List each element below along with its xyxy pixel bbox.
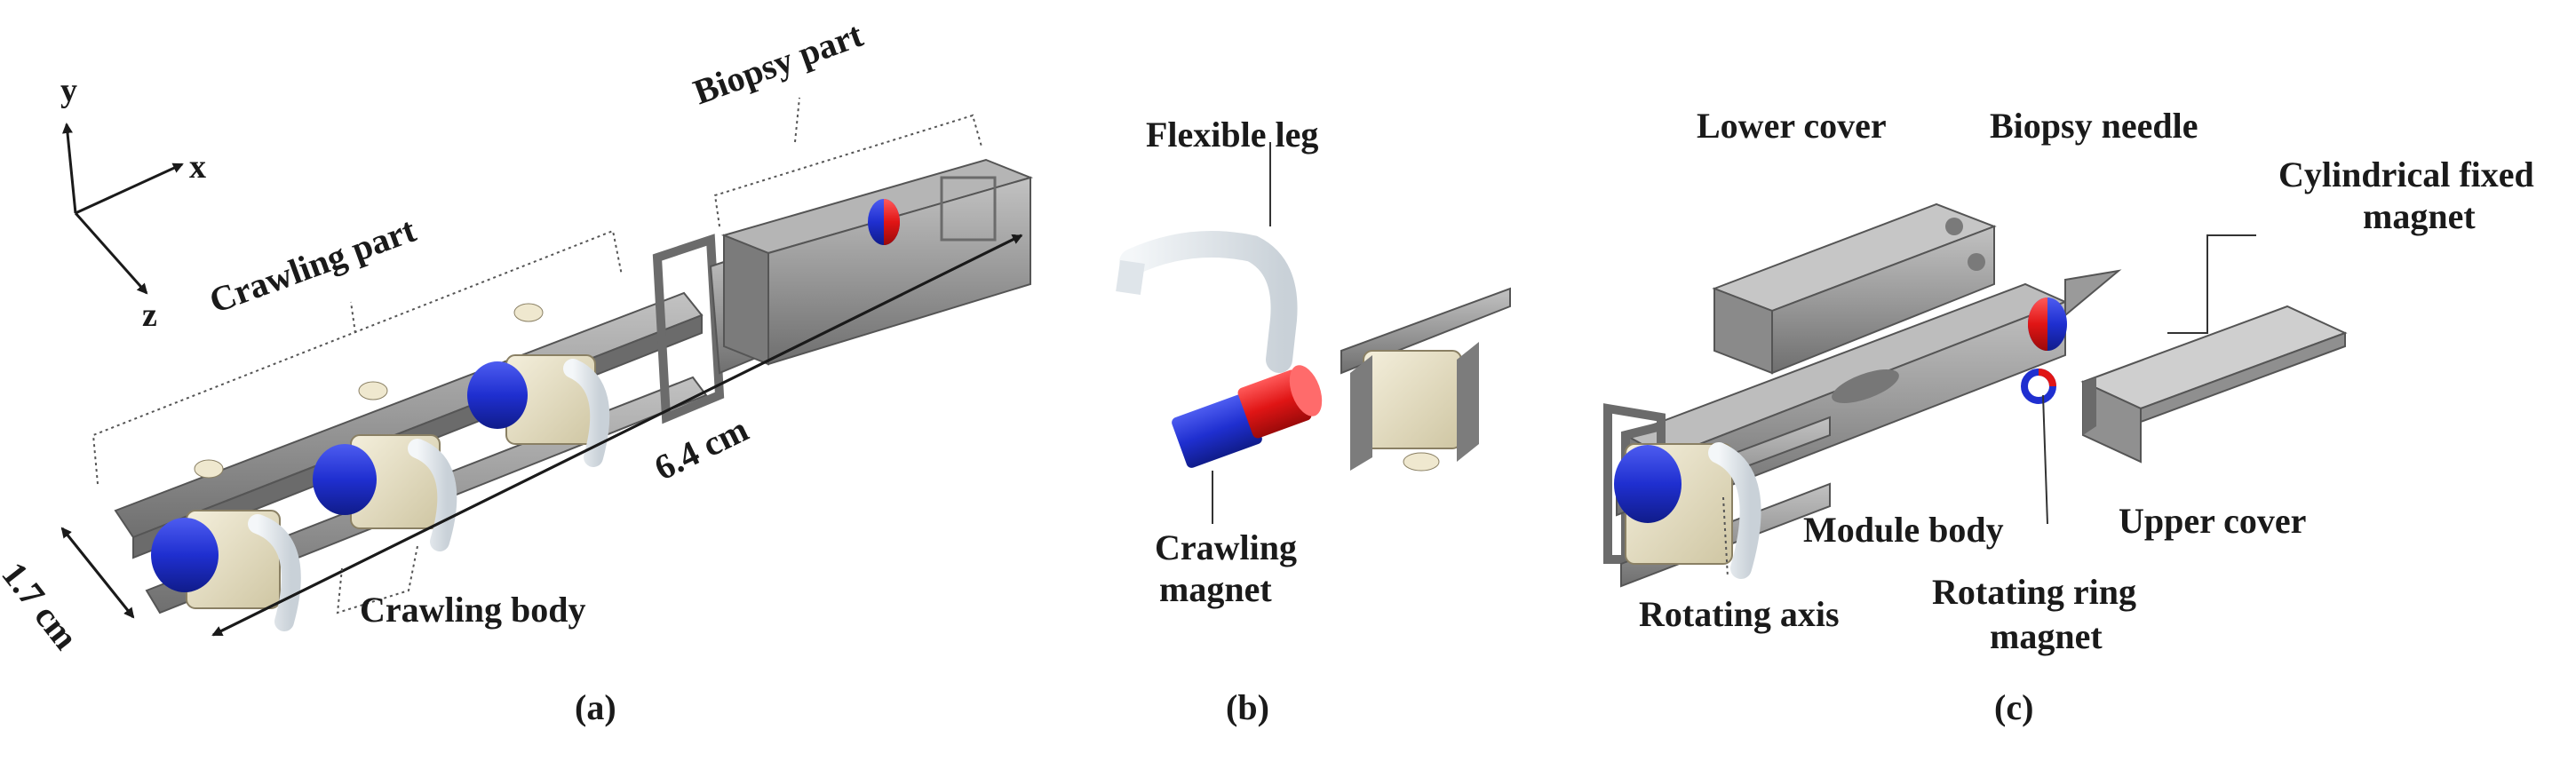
label-lower-cover: Lower cover (1697, 106, 1887, 146)
leader-lines-c (2042, 234, 2256, 525)
brace-lines (91, 97, 982, 614)
label-crawling-magnet-1: Crawling (1155, 527, 1297, 567)
crawling-magnet-part (1172, 365, 1323, 524)
label-rotating-axis: Rotating axis (1639, 594, 1840, 634)
axis-label-y: y (60, 72, 77, 109)
crawling-unit (467, 303, 610, 467)
label-module-body: Module body (1803, 510, 2004, 550)
label-cylindrical-fixed-2: magnet (2363, 196, 2476, 236)
crawling-body-detail (1340, 287, 1511, 472)
upper-cover-part (2080, 305, 2348, 464)
crawling-unit (313, 381, 457, 551)
label-crawling-magnet-2: magnet (1159, 569, 1272, 609)
axis-label-z: z (142, 297, 157, 334)
label-biopsy-needle: Biopsy needle (1990, 106, 2198, 146)
dimension-width (60, 527, 135, 619)
panel-caption-c: (c) (1994, 687, 2034, 727)
crawling-unit (151, 459, 301, 631)
crawler-section-c (1603, 403, 1831, 588)
panel-caption-a: (a) (575, 687, 616, 727)
lower-cover-part (1712, 202, 1997, 375)
crawler-assembly (114, 158, 1034, 631)
panel-caption-b: (b) (1226, 687, 1269, 727)
label-flexible-leg: Flexible leg (1146, 115, 1319, 155)
flexible-leg-part (1116, 142, 1298, 373)
label-cylindrical-fixed-1: Cylindrical fixed (2278, 155, 2534, 194)
label-crawling-body: Crawling body (360, 590, 586, 630)
label-upper-cover: Upper cover (2119, 501, 2307, 541)
biopsy-module-a (720, 158, 1034, 366)
axis-triad (62, 123, 184, 295)
dimension-length (211, 234, 1023, 637)
axis-label-x: x (189, 148, 206, 186)
label-rotating-ring-2: magnet (1990, 616, 2103, 656)
label-rotating-ring-1: Rotating ring (1932, 572, 2136, 612)
